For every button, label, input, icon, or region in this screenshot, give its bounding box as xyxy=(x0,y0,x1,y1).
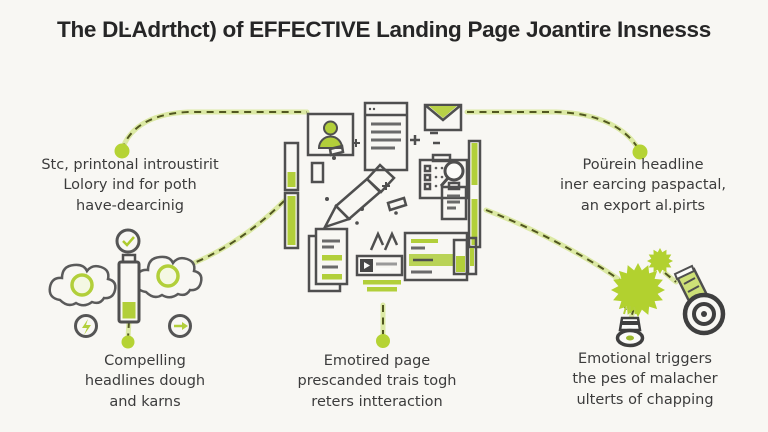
node-dot xyxy=(114,143,130,159)
connector-bottom-right xyxy=(483,207,632,290)
starburst-icon xyxy=(611,263,665,317)
battery-icon xyxy=(117,253,141,324)
connector-battery xyxy=(125,318,132,341)
node-dot xyxy=(632,144,648,160)
note-line: prescanded trais togh xyxy=(297,373,457,390)
landing-page-collage-illustration xyxy=(283,101,482,293)
connector-bottom-left xyxy=(191,198,287,266)
promotion-illustration xyxy=(611,248,726,348)
id-badge-icon xyxy=(440,181,468,221)
cloud-icon xyxy=(134,255,203,299)
gauge-arrow-icon xyxy=(168,314,192,338)
note-line: reters intteraction xyxy=(311,393,443,410)
small-frame-icon xyxy=(310,161,325,184)
gauge-check-icon xyxy=(115,228,141,254)
scatter-decor-icon xyxy=(325,144,408,225)
note-line: and karns xyxy=(109,393,181,410)
mockup-card-icon xyxy=(403,231,478,282)
m-marks-icon xyxy=(369,230,399,251)
magnifier-icon xyxy=(439,160,465,187)
play-banner-icon xyxy=(355,254,404,292)
connector-top-left xyxy=(119,109,310,153)
note-line: Emotional triggers xyxy=(578,351,712,367)
note-line: headlines dough xyxy=(84,373,206,390)
node-dot xyxy=(376,334,390,348)
gauge-lightning-icon xyxy=(74,314,98,338)
person-card-icon xyxy=(306,112,355,157)
note-bottom-left: Compelling headlines dough and karns xyxy=(30,351,260,412)
megaphone-icon xyxy=(673,264,726,336)
note-line: Lolory ind for poth xyxy=(63,177,197,194)
note-line: Emotired page xyxy=(323,353,431,369)
note-bottom-middle: Emotired page prescanded trais togh rete… xyxy=(262,351,492,412)
note-top-left: Stc, printonal introustirit Lolory ind f… xyxy=(15,155,245,216)
node-dot xyxy=(121,335,135,349)
envelope-icon xyxy=(423,103,463,132)
note-line: ulterts of chapping xyxy=(576,391,714,408)
cloud-icon xyxy=(48,263,117,307)
ruler-bar-icon xyxy=(467,139,482,249)
checklist-icon xyxy=(418,153,469,200)
ruler-bar-icon xyxy=(283,141,300,250)
note-line: iner earcing paspactal, xyxy=(559,177,727,194)
note-line: the pes of malacher xyxy=(572,371,718,388)
note-line: Stc, printonal introustirit xyxy=(41,157,219,173)
note-line: Compelling xyxy=(104,353,186,369)
starburst-icon xyxy=(647,248,673,274)
document-icon xyxy=(363,101,409,172)
clouds-battery-illustration xyxy=(48,228,203,338)
pencil-icon xyxy=(322,163,396,230)
connector-top-right xyxy=(464,109,642,153)
page-title: The DĿAdrthct) of EFFECTIVE Landing Page… xyxy=(57,17,711,42)
browser-card-icon xyxy=(307,227,349,293)
note-line: have-dearcinig xyxy=(76,197,184,214)
stamp-icon xyxy=(615,306,645,348)
note-bottom-right: Emotional triggers the pes of malacher u… xyxy=(530,349,760,410)
note-line: an export al.pirts xyxy=(580,197,706,214)
note-top-right: Poürein headline iner earcing paspactal,… xyxy=(528,155,758,216)
note-line: Poürein headline xyxy=(582,157,704,173)
